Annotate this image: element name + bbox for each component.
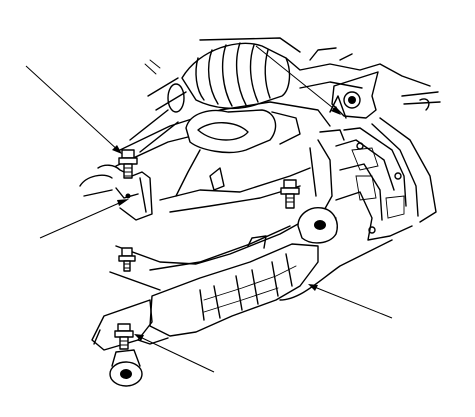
- bushing-rear: [329, 95, 347, 119]
- cv-boot: [181, 37, 301, 109]
- callout-leader-lower-arm: [39, 199, 129, 239]
- callout-leader-splash-shield: [308, 284, 393, 319]
- rear-bolt: [280, 179, 300, 209]
- subframe: [285, 47, 441, 241]
- callout-leader-rear-bolt: [255, 45, 341, 115]
- cross-beam: [79, 101, 331, 221]
- callout-leader-front-bolt: [25, 65, 122, 154]
- bottom-bolt: [114, 323, 134, 350]
- splash-shield: [91, 239, 393, 351]
- middle-bolt: [118, 247, 136, 272]
- bushing-front: [109, 349, 143, 387]
- lower-arm: [109, 207, 338, 291]
- drive-shaft: [129, 59, 187, 153]
- front-bolt: [115, 149, 139, 199]
- callout-leader-bottom-bolt: [134, 334, 215, 373]
